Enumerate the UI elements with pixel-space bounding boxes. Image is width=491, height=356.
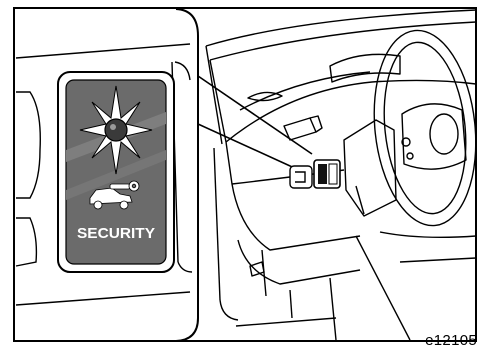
figure-code: e12105 [425, 332, 477, 349]
indicator-label: SECURITY [77, 225, 155, 242]
security-indicator-panel: SECURITY [58, 72, 174, 272]
